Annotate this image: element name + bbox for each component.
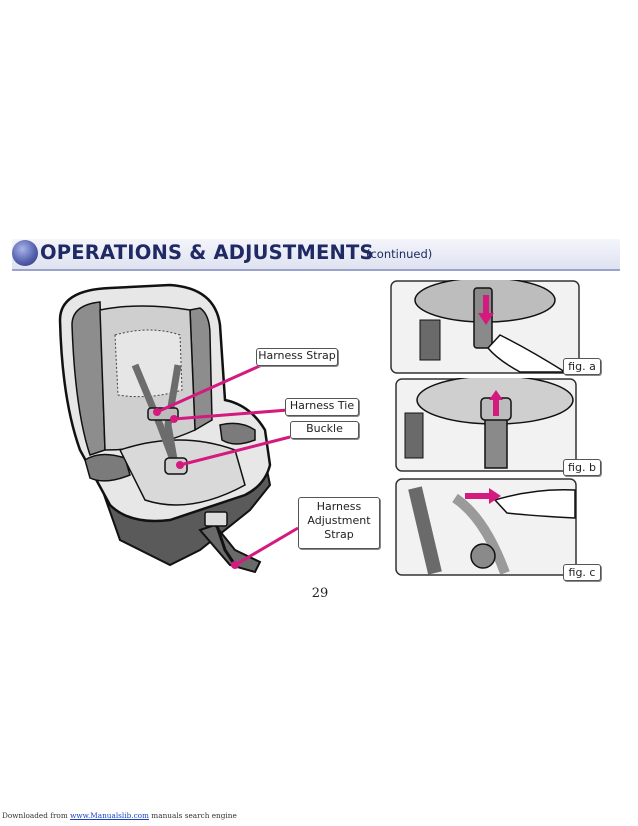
footer-suffix: manuals search engine — [148, 811, 237, 820]
footer-link[interactable]: www.Manualslib.com — [70, 811, 149, 820]
callout-line-2: Adjustment — [307, 514, 371, 527]
download-footer: Downloaded from www.Manualslib.com manua… — [2, 811, 237, 820]
callout-buckle: Buckle — [290, 421, 359, 439]
figure-a-illustration — [390, 280, 580, 374]
footer-prefix: Downloaded from — [2, 811, 71, 820]
section-title: OPERATIONS & ADJUSTMENTS — [40, 241, 374, 264]
callout-line-3: Strap — [324, 528, 354, 541]
callout-line-1: Harness — [316, 500, 362, 513]
figure-b-illustration — [395, 378, 577, 472]
callout-harness-tie: Harness Tie — [285, 398, 359, 416]
figure-b-label: fig. b — [563, 459, 601, 476]
figure-c-illustration — [395, 478, 577, 576]
figure-c-label: fig. c — [563, 564, 601, 581]
callout-harness-adjustment-strap: Harness Adjustment Strap — [298, 497, 380, 549]
section-continued: (continued) — [366, 247, 433, 261]
callout-harness-strap: Harness Strap — [256, 348, 338, 366]
header-bullet-icon — [12, 240, 38, 266]
section-header-bar — [12, 239, 620, 271]
figure-a-label: fig. a — [563, 358, 601, 375]
page-number: 29 — [311, 586, 329, 601]
